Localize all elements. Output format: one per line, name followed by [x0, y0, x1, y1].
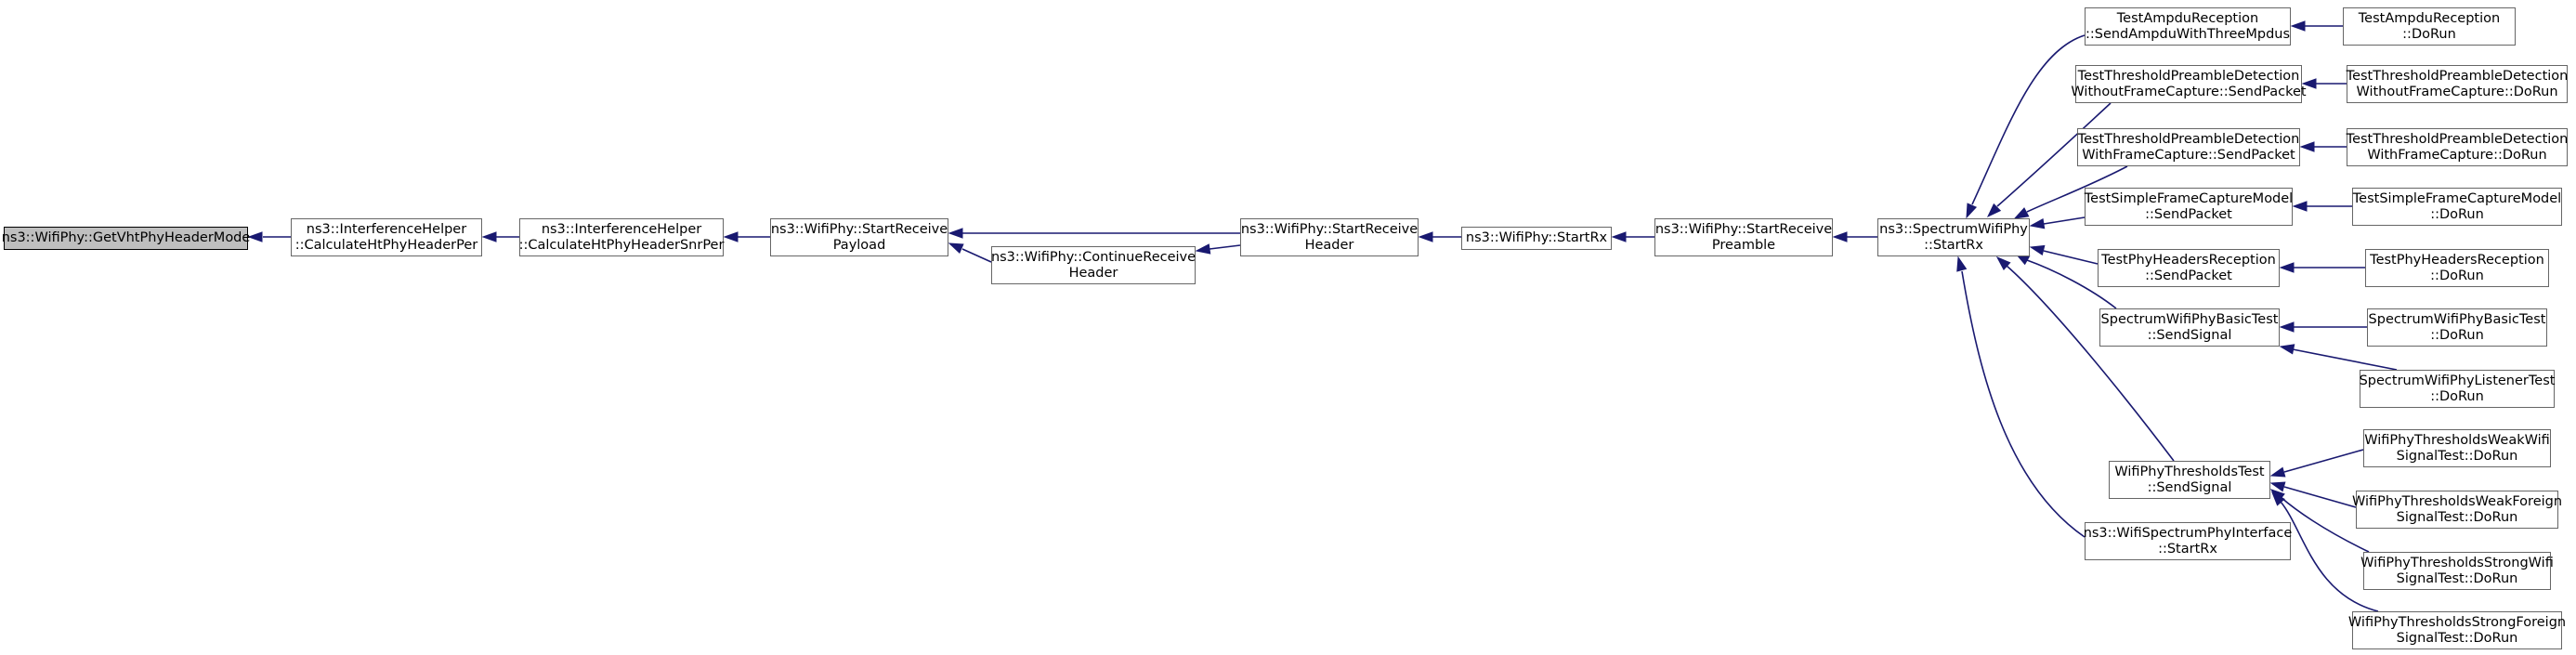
edge-preamble-startrx	[1611, 231, 1654, 242]
edge-arrowhead	[1956, 255, 1968, 272]
edge-line	[2026, 259, 2117, 309]
edge-continue-payload	[948, 242, 992, 263]
edge-arrowhead	[2271, 491, 2285, 506]
edge-arrowhead	[2029, 244, 2046, 256]
edge-arrowhead	[2279, 321, 2295, 333]
edge-tpdwo_do-tpdwo	[2301, 78, 2347, 89]
node-basic-test-do-run[interactable]: SpectrumWifiPhyBasicTest ::DoRun	[2367, 308, 2547, 347]
node-calculate-ht-phy-header-snr-per[interactable]: ns3::InterferenceHelper ::CalculateHtPhy…	[519, 218, 724, 256]
call-edges	[247, 20, 2398, 612]
edge-arrowhead	[2301, 78, 2317, 89]
edge-arrowhead	[1418, 231, 1433, 242]
edge-arrowhead	[2299, 141, 2315, 152]
edge-calcper-getvht	[247, 231, 291, 242]
edge-phr-spectrum	[2029, 244, 2099, 265]
edge-line	[961, 248, 992, 263]
edge-phr_do-phr	[2279, 262, 2365, 273]
edge-arrowhead	[2279, 262, 2295, 273]
node-basic-test-send-signal[interactable]: SpectrumWifiPhyBasicTest ::SendSignal	[2099, 308, 2280, 347]
edge-line	[2280, 496, 2370, 553]
node-spectrum-wifi-phy-start-rx[interactable]: ns3::SpectrumWifiPhy ::StartRx	[1877, 218, 2030, 256]
edge-thr-spectrum	[1995, 256, 2175, 462]
edge-listener-basic	[2279, 344, 2398, 371]
node-ampdu-do-run[interactable]: TestAmpduReception ::DoRun	[2343, 7, 2516, 46]
edge-arrowhead	[1832, 231, 1848, 242]
edge-tpdw_do-tpdw	[2299, 141, 2347, 152]
node-thresholds-weak-wifi-do-run[interactable]: WifiPhyThresholdsWeakWifi SignalTest::Do…	[2363, 429, 2551, 467]
edge-line	[2006, 265, 2175, 462]
edge-line	[2043, 250, 2099, 265]
edge-arrowhead	[723, 231, 739, 242]
node-phy-headers-do-run[interactable]: TestPhyHeadersReception ::DoRun	[2365, 249, 2549, 287]
edge-calcsnr-calcper	[481, 231, 519, 242]
edge-thr_sf-thr	[2271, 491, 2379, 612]
edge-line	[2292, 348, 2398, 371]
edge-tpdwo-spectrum	[1986, 102, 2112, 218]
edge-arrowhead	[1611, 231, 1627, 242]
edge-wspi-spectrum	[1956, 255, 2086, 538]
edge-payload-calcsnr	[723, 231, 770, 242]
edge-arrowhead	[948, 228, 963, 239]
edge-line	[1209, 244, 1241, 250]
node-simple-frame-capture-do-run[interactable]: TestSimpleFrameCaptureModel ::DoRun	[2352, 188, 2562, 226]
edge-line	[1996, 102, 2112, 207]
node-ampdu-send-three-mpdus[interactable]: TestAmpduReception ::SendAmpduWithThreeM…	[2085, 7, 2291, 46]
node-start-receive-payload[interactable]: ns3::WifiPhy::StartReceive Payload	[770, 218, 948, 256]
node-continue-receive-header[interactable]: ns3::WifiPhy::ContinueReceive Header	[991, 246, 1196, 284]
edge-header-payload	[948, 228, 1240, 239]
edge-header-continue	[1195, 243, 1241, 255]
node-start-receive-header[interactable]: ns3::WifiPhy::StartReceive Header	[1240, 218, 1419, 256]
edge-ampdu-spectrum	[1966, 34, 2086, 219]
edge-line	[2026, 165, 2128, 213]
node-simple-frame-capture-send[interactable]: TestSimpleFrameCaptureModel ::SendPacket	[2085, 188, 2293, 226]
node-wifi-spectrum-phy-interface-start-rx[interactable]: ns3::WifiSpectrumPhyInterface ::StartRx	[2084, 522, 2292, 560]
node-preamble-with-capture-send[interactable]: TestThresholdPreambleDetection WithFrame…	[2077, 128, 2300, 166]
edge-arrowhead	[2269, 481, 2286, 492]
edge-arrowhead	[948, 242, 964, 255]
edge-arrowhead	[2029, 218, 2046, 229]
edge-line	[1971, 34, 2086, 205]
edge-arrowhead	[1195, 243, 1211, 255]
node-thresholds-strong-wifi-do-run[interactable]: WifiPhyThresholdsStrongWifi SignalTest::…	[2360, 552, 2554, 590]
edge-line	[2280, 501, 2379, 612]
node-thresholds-send-signal[interactable]: WifiPhyThresholdsTest ::SendSignal	[2109, 461, 2270, 499]
edge-line	[2283, 486, 2357, 508]
edge-line	[2283, 449, 2364, 473]
node-preamble-with-capture-do-run[interactable]: TestThresholdPreambleDetection WithFrame…	[2347, 128, 2568, 166]
edge-line	[2043, 216, 2086, 225]
edge-arrowhead	[2292, 201, 2308, 212]
edge-spectrum-preamble	[1832, 231, 1877, 242]
node-listener-test-do-run[interactable]: SpectrumWifiPhyListenerTest ::DoRun	[2360, 370, 2555, 408]
edge-arrowhead	[2269, 466, 2286, 478]
edge-arrowhead	[481, 231, 497, 242]
edge-sfc_do-sfc	[2292, 201, 2352, 212]
edge-arrowhead	[2290, 20, 2306, 32]
node-thresholds-strong-foreign-do-run[interactable]: WifiPhyThresholdsStrongForeign SignalTes…	[2348, 611, 2566, 649]
node-get-vht-phy-header-mode: ns3::WifiPhy::GetVhtPhyHeaderMode	[2, 227, 250, 250]
edge-startrx-header	[1418, 231, 1461, 242]
edge-arrowhead	[2013, 207, 2030, 219]
edge-arrowhead	[1966, 203, 1978, 219]
node-start-receive-preamble[interactable]: ns3::WifiPhy::StartReceive Preamble	[1654, 218, 1833, 256]
edge-thr_wf-thr	[2269, 481, 2357, 508]
edge-thr_ww-thr	[2269, 449, 2364, 478]
edge-line	[1961, 270, 2086, 538]
edge-sfc-spectrum	[2029, 216, 2086, 229]
edge-arrowhead	[1986, 203, 2002, 218]
edge-arrowhead	[1995, 256, 2011, 270]
node-wifi-phy-start-rx[interactable]: ns3::WifiPhy::StartRx	[1461, 227, 1612, 250]
edge-tpdw-spectrum	[2013, 165, 2128, 219]
node-preamble-without-capture-send[interactable]: TestThresholdPreambleDetection WithoutFr…	[2071, 65, 2307, 103]
node-phy-headers-send[interactable]: TestPhyHeadersReception ::SendPacket	[2098, 249, 2280, 287]
node-preamble-without-capture-do-run[interactable]: TestThresholdPreambleDetection WithoutFr…	[2347, 65, 2568, 103]
edge-basic_do-basic	[2279, 321, 2367, 333]
edge-arrowhead	[2279, 344, 2295, 355]
node-calculate-ht-phy-header-per[interactable]: ns3::InterferenceHelper ::CalculateHtPhy…	[291, 218, 482, 256]
edge-ampdu_do-ampdu	[2290, 20, 2343, 32]
node-thresholds-weak-foreign-do-run[interactable]: WifiPhyThresholdsWeakForeign SignalTest:…	[2352, 491, 2562, 529]
edge-arrowhead	[247, 231, 263, 242]
